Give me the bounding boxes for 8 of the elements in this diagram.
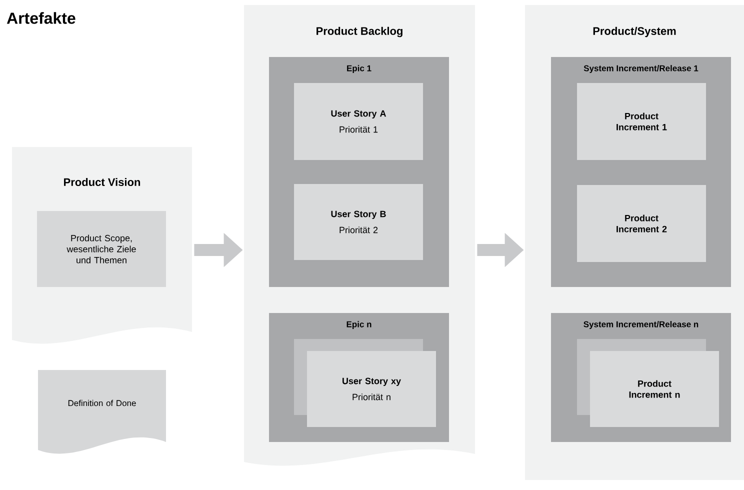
card: Product Increment 2 [577, 185, 706, 262]
card: User Story B Priorität 2 [294, 184, 423, 260]
card: Product Scope, wesentliche Ziele und Themen [37, 211, 166, 287]
card: Product Increment 1 [577, 83, 706, 160]
card: User Story A Priorität 1 [294, 83, 423, 160]
card: Product Increment n [590, 351, 719, 427]
card: User Story xy Priorität n [307, 351, 436, 427]
title: Artefakte [6, 12, 76, 24]
